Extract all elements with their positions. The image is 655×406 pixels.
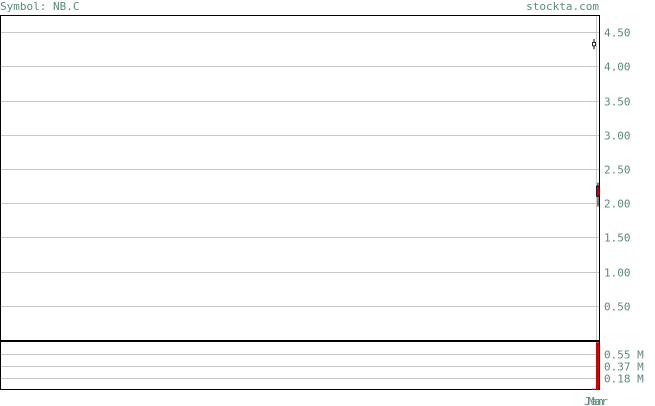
price-tick-label-7: 1.00 — [604, 267, 631, 280]
price-tick-label-1: 4.00 — [604, 61, 631, 74]
volume-tick-label-1: 0.37 M — [604, 361, 644, 374]
volume-tick-label-2: 0.18 M — [604, 373, 644, 386]
price-tick-label-0: 4.50 — [604, 27, 631, 40]
volume-bar-0 — [592, 388, 596, 390]
x-tick-label-0: Jan — [584, 395, 604, 406]
symbol-label: Symbol: NB.C — [0, 0, 80, 13]
site-label: stockta.com — [526, 0, 599, 13]
price-tick-label-4: 2.50 — [604, 164, 631, 177]
price-tick-label-2: 3.50 — [604, 96, 631, 109]
x-tick-label-1: Mar — [588, 395, 608, 406]
volume-bar-1 — [596, 342, 600, 390]
volume-panel-frame — [0, 341, 600, 390]
price-tick-label-6: 1.50 — [604, 232, 631, 245]
price-tick-label-3: 3.00 — [604, 130, 631, 143]
price-tick-label-5: 2.00 — [604, 198, 631, 211]
candle-body-0 — [592, 41, 596, 47]
candle-body-1 — [596, 185, 600, 197]
price-panel-frame — [0, 15, 600, 341]
price-tick-label-8: 0.50 — [604, 301, 631, 314]
volume-tick-label-0: 0.55 M — [604, 349, 644, 362]
